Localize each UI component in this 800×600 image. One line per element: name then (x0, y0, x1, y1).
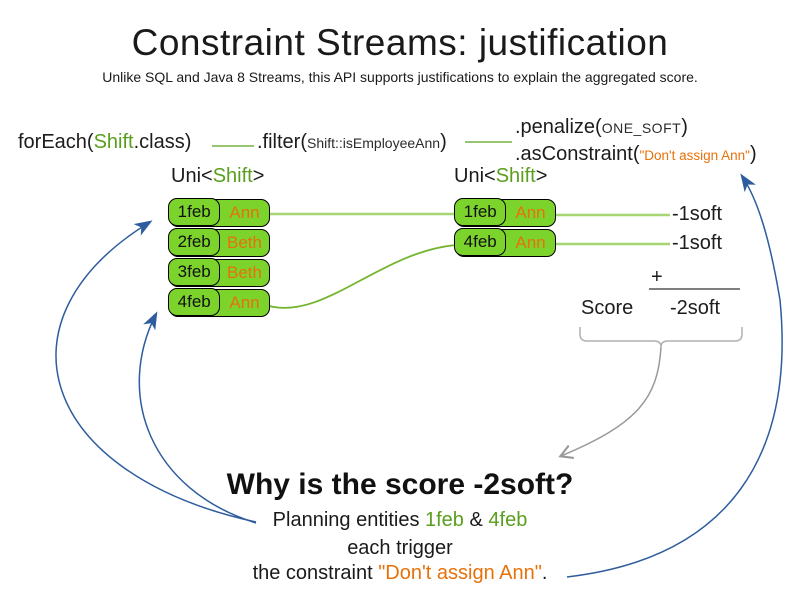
explanation-entities: Planning entities 1feb & 4feb (0, 509, 800, 532)
date-cell: 1feb (168, 198, 221, 227)
code-foreach-class: Shift (93, 131, 134, 153)
employee-cell: Beth (227, 233, 262, 252)
entities-pre: Planning entities (272, 509, 425, 531)
table-row: Beth 3feb (168, 258, 270, 287)
employee-cell: Ann (229, 203, 260, 222)
table-row: Ann 4feb (454, 228, 556, 257)
date-cell: 4feb (454, 228, 507, 257)
explanation-trigger: each trigger (347, 537, 453, 559)
green-connector-4feb (268, 244, 457, 309)
code-penalize-arg: ONE_SOFT (601, 120, 682, 136)
gray-arrow-to-explanation (561, 346, 662, 456)
code-asconstraint-arg: "Don't assign Ann" (639, 148, 750, 163)
constraint-pre: the constraint (252, 562, 379, 584)
date-cell: 3feb (168, 258, 221, 287)
curly-brace (579, 327, 743, 348)
code-filter-pre: .filter( (257, 131, 307, 153)
constraint-post: . (541, 562, 548, 584)
type-right-post: > (535, 165, 548, 187)
score-total: -2soft (670, 297, 721, 319)
explanation-constraint: the constraint "Don't assign Ann". (0, 562, 800, 585)
page-title: Constraint Streams: justification (131, 22, 669, 63)
code-filter: .filter(Shift::isEmployeeAnn) (257, 131, 447, 154)
code-filter-arg-class: Shift (307, 135, 336, 151)
code-foreach-post: .class) (133, 131, 192, 153)
date-cell: 1feb (454, 198, 507, 227)
date-cell: 2feb (168, 228, 221, 257)
type-label-left: Uni<Shift> (171, 165, 264, 188)
code-foreach: forEach(Shift.class) (18, 131, 191, 154)
type-right-name: Shift (495, 165, 536, 187)
blue-arrow-to-constraint (566, 173, 783, 578)
type-left-name: Shift (212, 165, 253, 187)
code-foreach-pre: forEach( (18, 131, 94, 153)
explanation-heading: Why is the score -2soft? (226, 468, 574, 501)
employee-cell: Beth (227, 263, 262, 282)
type-right-pre: Uni< (454, 165, 496, 187)
employee-cell: Ann (515, 203, 546, 222)
entity-1feb: 1feb (425, 509, 464, 531)
employee-cell: Ann (515, 233, 546, 252)
penalty-label-2: -1soft (672, 232, 723, 254)
plus-sign: + (651, 266, 663, 288)
code-penalize-pre: .penalize( (515, 116, 602, 138)
date-cell: 4feb (168, 288, 221, 317)
constraint-quote: "Don't assign Ann" (378, 562, 542, 584)
table-row: Ann 1feb (168, 198, 270, 227)
blue-arrow-to-4feb (138, 311, 257, 524)
penalty-label-1: -1soft (672, 203, 723, 225)
left-shift-table: Ann 1feb Beth 2feb Beth 3feb Ann 4feb (168, 198, 270, 319)
entities-sep: & (463, 509, 489, 531)
code-filter-arg-rest: ::isEmployeeAnn (335, 135, 441, 151)
table-row: Beth 2feb (168, 228, 270, 257)
table-row: Ann 4feb (168, 288, 270, 317)
blue-arrow-to-1feb (55, 220, 257, 523)
employee-cell: Ann (229, 293, 260, 312)
code-penalize-post: ) (681, 116, 688, 138)
table-row: Ann 1feb (454, 198, 556, 227)
type-left-post: > (252, 165, 265, 187)
code-asconstraint-post: ) (749, 143, 757, 165)
code-asconstraint: .asConstraint("Don't assign Ann") (515, 143, 757, 166)
type-left-pre: Uni< (171, 165, 213, 187)
type-label-right: Uni<Shift> (454, 165, 547, 188)
code-penalize: .penalize(ONE_SOFT) (515, 116, 688, 139)
code-asconstraint-pre: .asConstraint( (515, 143, 640, 165)
entity-4feb: 4feb (488, 509, 528, 531)
code-filter-post: ) (440, 131, 447, 153)
right-shift-table: Ann 1feb Ann 4feb (454, 198, 556, 259)
score-label: Score (581, 297, 634, 319)
page-subtitle: Unlike SQL and Java 8 Streams, this API … (102, 69, 698, 85)
